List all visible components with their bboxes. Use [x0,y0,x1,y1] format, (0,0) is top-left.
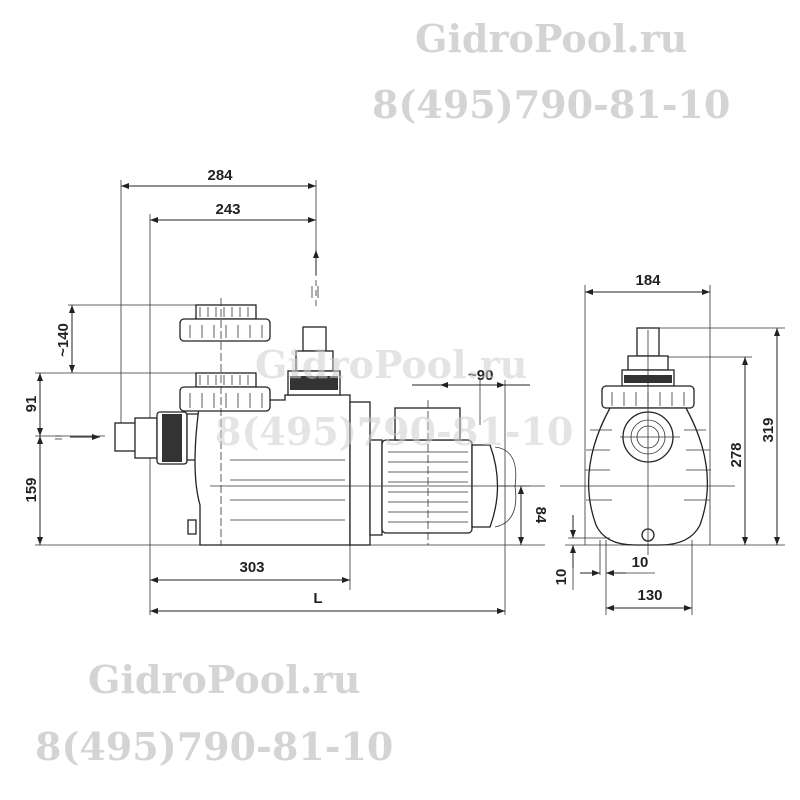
watermark-phone-bottom: 8(495)790-81-10 [35,724,393,769]
dim-90-label: ~90 [468,367,493,384]
dim-159-label: 159 [23,477,40,502]
dim-91-label: 91 [23,396,40,413]
watermark-site-middle: GidroPool.ru [255,342,527,387]
dim-243-label: 243 [215,201,240,218]
watermark-site-bottom: GidroPool.ru [88,657,360,702]
dim-278-label: 278 [728,442,745,467]
front-view: 184 319 278 [553,272,785,615]
pump-front-body [560,327,735,555]
dim-130-label: 130 [637,587,662,604]
dim-84-label: 84 [532,507,549,524]
dim-10-horizontal-label: 10 [632,554,649,571]
dim-10-vertical-label: 10 [553,569,570,586]
side-view: 284 243 ~140 91 159 ~90 84 303 L [23,167,549,615]
dim-284-label: 284 [207,167,233,184]
watermark-site-top: GidroPool.ru [415,16,687,61]
dim-140-label: ~140 [55,323,72,357]
dim-319-label: 319 [760,417,777,442]
pump-side-body [114,298,530,546]
watermark-phone-middle: 8(495)790-81-10 [215,409,573,454]
dim-303-label: 303 [239,559,264,576]
dim-L-label: L [313,590,322,607]
watermark-phone-top: 8(495)790-81-10 [372,82,730,127]
dim-184-label: 184 [635,272,661,289]
